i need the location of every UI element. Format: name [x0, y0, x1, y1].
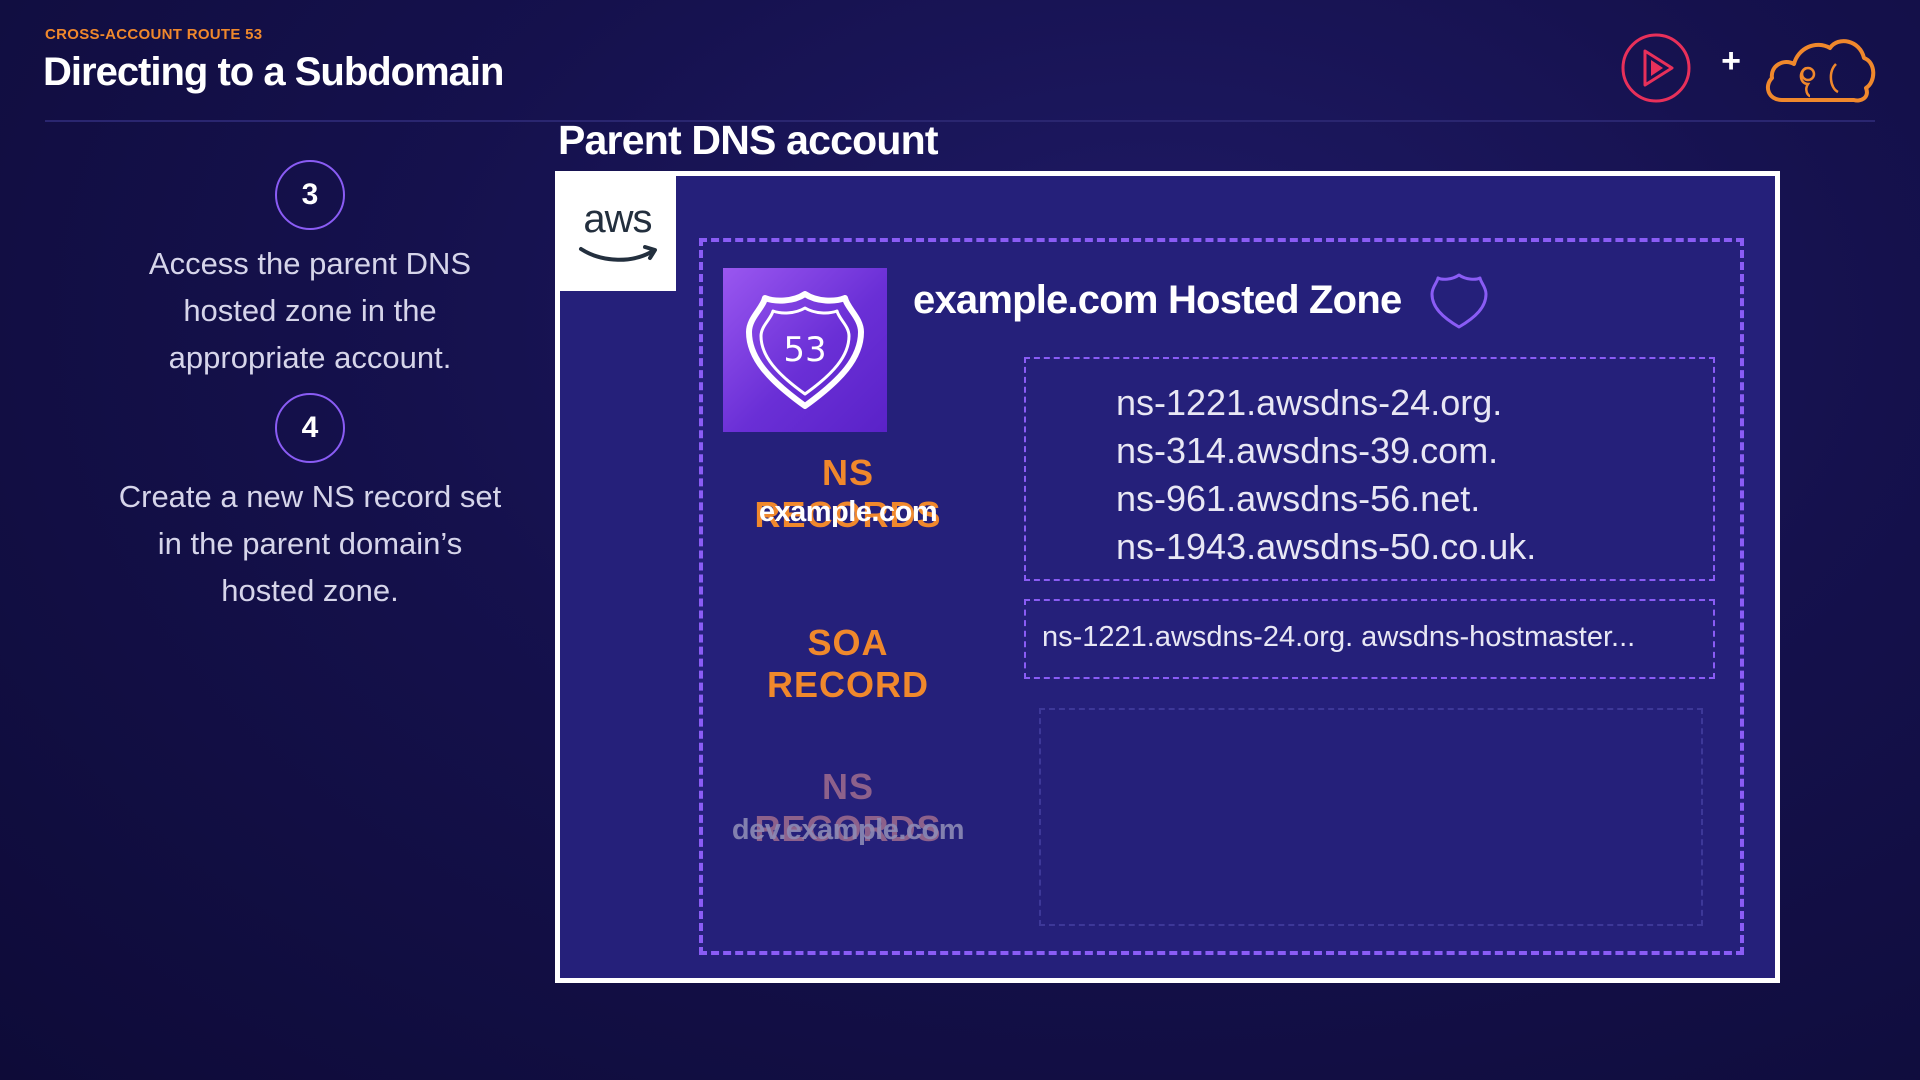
ns-record-value: ns-1221.awsdns-24.org. [1116, 382, 1503, 423]
step-4: 4 Create a new NS record set in the pare… [110, 393, 510, 614]
shield-icon [1430, 273, 1488, 329]
plus-sign: + [1721, 42, 1741, 80]
hosted-zone: 53 example.com Hosted Zone NS RECORDS ex… [699, 238, 1744, 955]
step-number-badge: 4 [275, 393, 345, 463]
aws-logo: aws [559, 175, 676, 291]
aws-logo-text: aws [583, 197, 652, 241]
parent-dns-account-panel: aws 53 example.com Hosted Zone NS RECORD… [555, 171, 1780, 983]
new-ns-records-domain: dev.example.com [731, 814, 965, 846]
ns-records-box: ns-1221.awsdns-24.org. ns-314.awsdns-39.… [1024, 357, 1715, 581]
step-3: 3 Access the parent DNS hosted zone in t… [110, 160, 510, 381]
soa-record-label: SOA RECORD [766, 622, 929, 705]
hosted-zone-title: example.com Hosted Zone [913, 278, 1402, 322]
ns-record-value: ns-314.awsdns-39.com. [1116, 430, 1499, 471]
new-ns-records-label: NS RECORDS [754, 766, 942, 849]
route53-icon-number: 53 [783, 330, 826, 370]
header-divider [45, 120, 1875, 122]
ns-record-value: ns-961.awsdns-56.net. [1116, 478, 1481, 519]
route53-icon: 53 [723, 268, 887, 432]
aws-smile-icon [579, 245, 657, 262]
cloud-logo-icon [1765, 39, 1876, 103]
ns-records-label: NS RECORDS [754, 452, 942, 535]
ns-records-list: ns-1221.awsdns-24.org. ns-314.awsdns-39.… [1116, 379, 1536, 571]
step-description: Create a new NS record set in the parent… [118, 479, 502, 608]
page-title: Directing to a Subdomain [43, 50, 504, 94]
step-number-badge: 3 [275, 160, 345, 230]
ns-records-domain: example.com [758, 496, 938, 528]
new-ns-records-box [1039, 708, 1703, 926]
soa-record-box: ns-1221.awsdns-24.org. awsdns-hostmaster… [1024, 599, 1715, 679]
steps-list: 3 Access the parent DNS hosted zone in t… [110, 160, 510, 614]
brand-logos: + [1620, 28, 1880, 108]
play-logo-icon [1621, 33, 1691, 103]
account-title: Parent DNS account [558, 117, 939, 163]
header-eyebrow: CROSS-ACCOUNT ROUTE 53 [45, 26, 263, 43]
soa-record-value: ns-1221.awsdns-24.org. awsdns-hostmaster… [1042, 621, 1636, 653]
step-description: Access the parent DNS hosted zone in the… [148, 246, 472, 375]
ns-record-value: ns-1943.awsdns-50.co.uk. [1116, 526, 1537, 567]
